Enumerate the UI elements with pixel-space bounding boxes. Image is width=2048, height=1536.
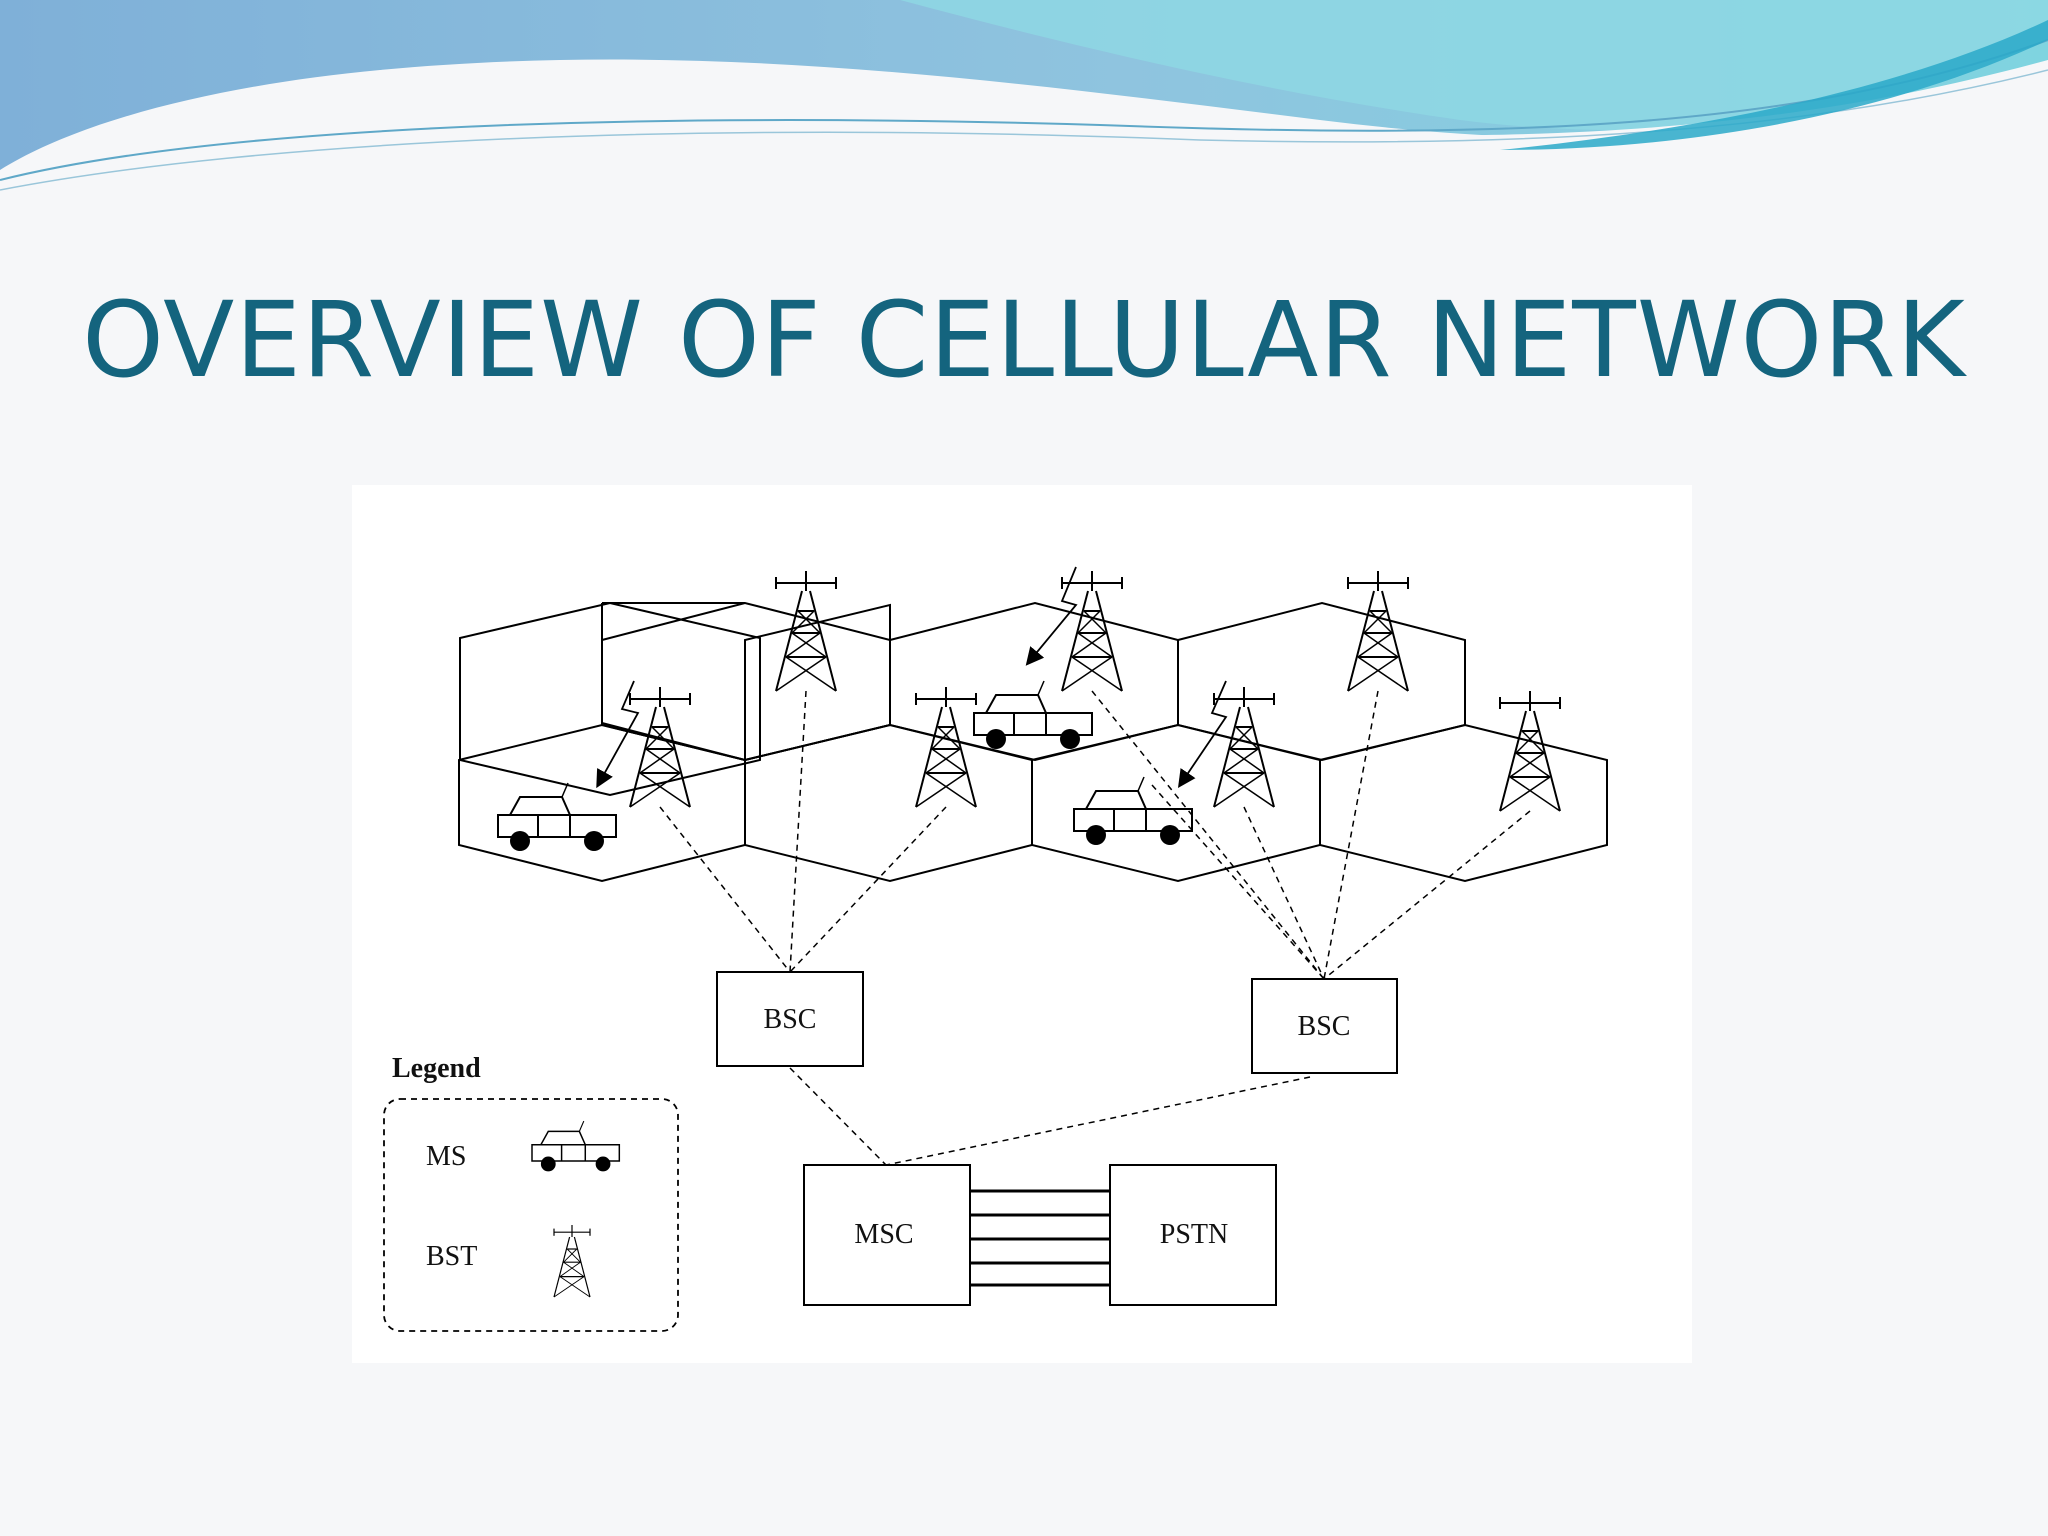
- legend-ms-label: MS: [426, 1141, 466, 1172]
- legend: Legend MS BST: [383, 1053, 679, 1332]
- cell-2: [744, 603, 891, 762]
- signal-arrows: [596, 566, 1228, 789]
- cell-bottom-d: [1319, 723, 1608, 883]
- tower-6: [1347, 570, 1409, 692]
- bsc-left-node: BSC: [716, 971, 864, 1067]
- cell-bottom-b: [744, 723, 1033, 883]
- car-icon: [531, 1120, 621, 1173]
- tower-4: [1061, 570, 1123, 692]
- msc-pstn-trunk: [970, 1189, 1110, 1287]
- bsc-right-label: BSC: [1298, 1011, 1351, 1042]
- msc-label: MSC: [854, 1219, 913, 1250]
- cell-hexagons-top: [601, 602, 746, 761]
- tower-7: [1499, 690, 1561, 812]
- cell-bottom-c: [1031, 723, 1321, 883]
- legend-bst-label: BST: [426, 1241, 477, 1272]
- pstn-node: PSTN: [1109, 1164, 1277, 1306]
- header-wave-decoration: [0, 0, 2048, 240]
- pstn-label: PSTN: [1160, 1219, 1228, 1250]
- tower-3: [915, 686, 977, 808]
- tower-bsc-links: [659, 690, 1531, 1166]
- slide-title: OVERVIEW OF CELLULAR NETWORK: [82, 279, 1966, 401]
- mobile-station-car-2: [973, 680, 1093, 750]
- bsc-left-label: BSC: [764, 1004, 817, 1035]
- cell-1: [459, 601, 761, 797]
- tower-icon: [553, 1224, 591, 1298]
- legend-title: Legend: [392, 1053, 481, 1084]
- cellular-network-diagram: BSC BSC MSC PSTN: [352, 485, 1692, 1363]
- bsc-right-node: BSC: [1251, 978, 1398, 1074]
- cell-top-1: [601, 603, 746, 761]
- honeycomb: [458, 601, 1608, 883]
- msc-node: MSC: [803, 1164, 971, 1306]
